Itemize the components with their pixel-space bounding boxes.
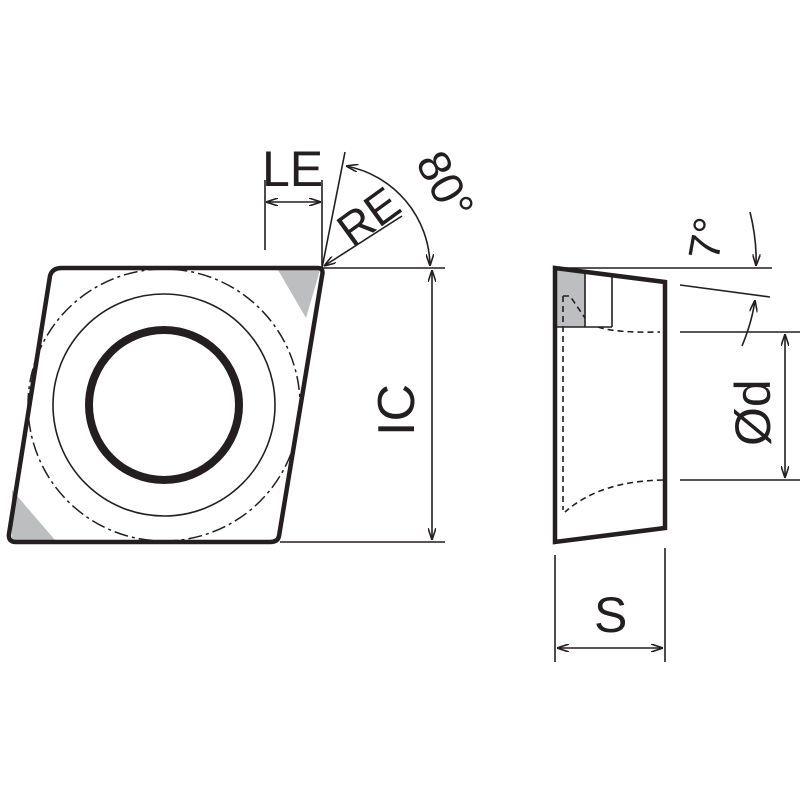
clearance-angle-label: 7° xyxy=(680,214,736,264)
dash-dot-circle xyxy=(27,268,301,542)
top-view xyxy=(6,265,325,545)
side-view xyxy=(552,265,668,545)
dimensions-side xyxy=(554,211,800,662)
ic-label: IC xyxy=(368,384,426,436)
side-outline xyxy=(552,265,668,545)
tip-side xyxy=(557,270,585,327)
thickness-label: S xyxy=(594,587,627,643)
insert-outline xyxy=(6,265,325,545)
tip-top-right xyxy=(278,270,320,318)
nose-angle-label: 80° xyxy=(406,142,485,228)
le-label: LE xyxy=(262,141,323,197)
re-label: RE xyxy=(327,176,409,256)
mounting-hole xyxy=(85,326,243,484)
dimensions-top xyxy=(264,151,445,543)
tip-bottom-left xyxy=(12,490,55,540)
ring-circle xyxy=(52,293,276,517)
hole-diameter-label: Ød xyxy=(725,379,781,446)
